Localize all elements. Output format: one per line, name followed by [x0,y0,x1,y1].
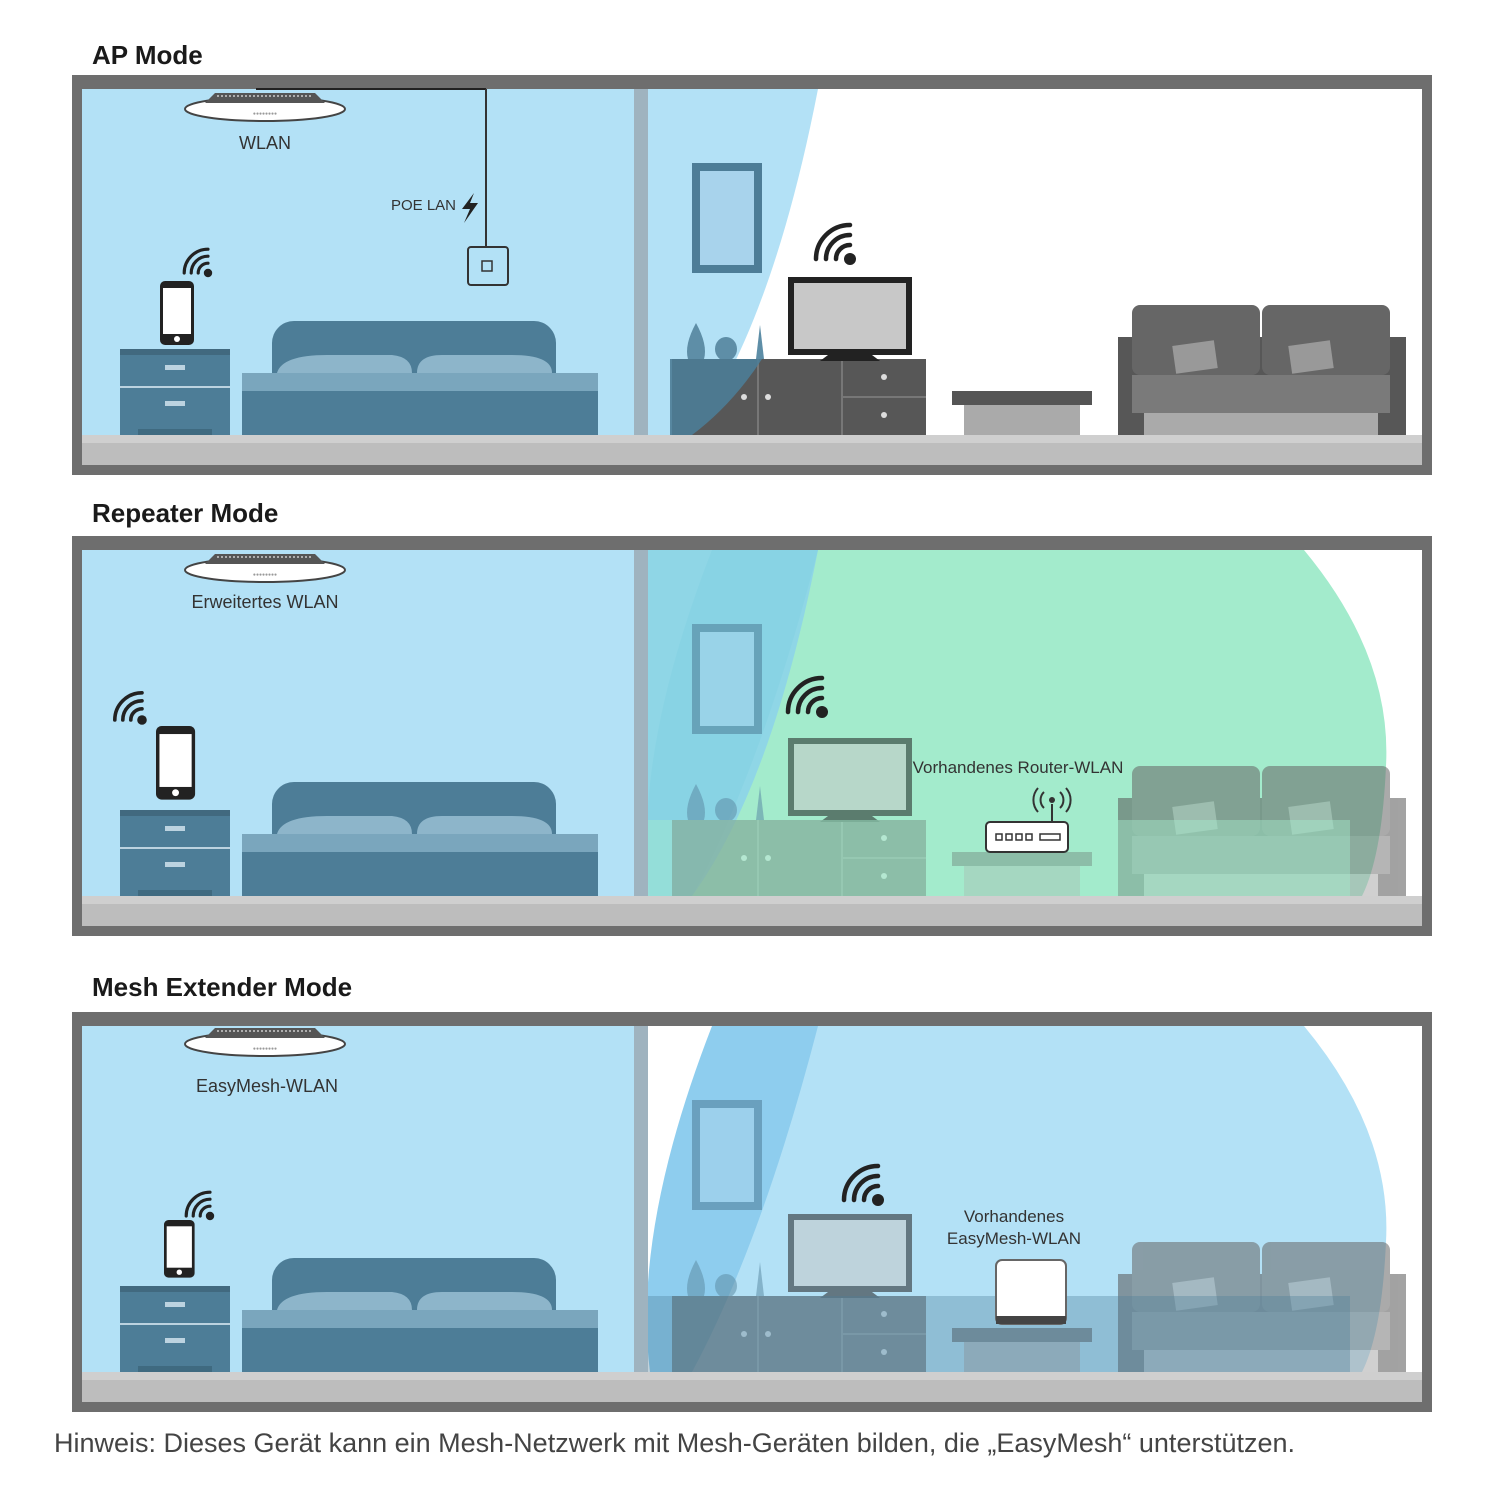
lightning-icon [462,193,478,223]
panel-title-ap-mode: AP Mode [92,40,203,70]
smartphone-icon [156,726,196,800]
mesh-extender-mode-diagram: EasyMesh-WLAN Vorhandenes EasyMesh-WLAN [72,1012,1432,1412]
repeater-mode-diagram: Erweitertes WLAN Vorhandenes Router-WLAN [72,536,1432,936]
panel-title-repeater-mode: Repeater Mode [92,498,279,528]
ceiling-label: EasyMesh-WLAN [196,1076,338,1096]
mesh-label-line1: Vorhandenes [964,1207,1064,1226]
footnote: Hinweis: Dieses Gerät kann ein Mesh-Netz… [54,1428,1295,1458]
ceiling-label: WLAN [239,133,291,153]
router-label: Vorhandenes Router-WLAN [913,758,1124,777]
panel-title-mesh-extender-mode: Mesh Extender Mode [92,972,353,1002]
poe-label: POE LAN [391,197,456,214]
mesh-node-icon [995,1259,1067,1325]
ethernet-port-icon [467,246,509,286]
mesh-label-line2: EasyMesh-WLAN [947,1229,1081,1248]
smartphone-icon [160,281,194,345]
ceiling-label: Erweitertes WLAN [191,592,338,612]
smartphone-icon [164,1220,195,1278]
ap-mode-diagram: WLAN POE LAN [72,75,1432,475]
